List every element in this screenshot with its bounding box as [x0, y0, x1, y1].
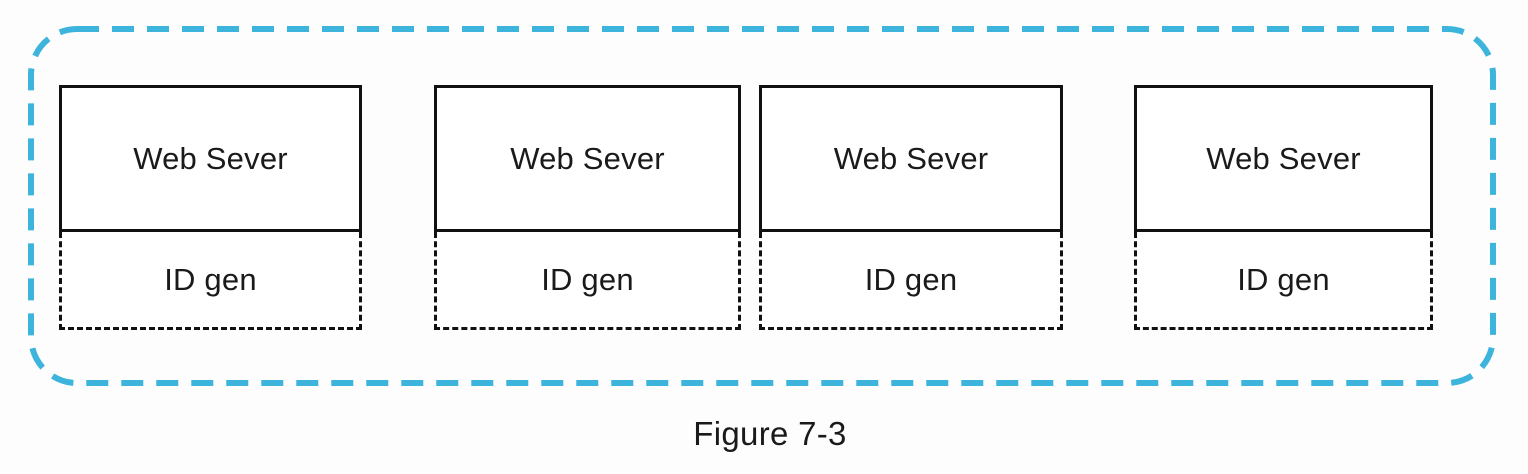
id-gen-label: ID gen — [864, 262, 958, 297]
web-server-box[interactable]: Web Sever — [759, 85, 1063, 232]
id-gen-label: ID gen — [1237, 262, 1330, 297]
web-server-box[interactable]: Web Sever — [434, 85, 741, 232]
web-server-label: Web Sever — [510, 141, 665, 176]
web-server-box[interactable]: Web Sever — [1134, 85, 1433, 232]
server-unit[interactable]: Web Sever ID gen — [759, 85, 1063, 330]
id-gen-box[interactable]: ID gen — [1134, 232, 1433, 330]
id-gen-box[interactable]: ID gen — [434, 232, 741, 330]
web-server-label: Web Sever — [833, 141, 989, 176]
server-unit[interactable]: Web Sever ID gen — [434, 85, 741, 330]
figure-caption: Figure 7-3 — [693, 415, 847, 452]
web-server-label: Web Sever — [133, 141, 288, 176]
web-server-label: Web Sever — [1206, 141, 1361, 176]
id-gen-label: ID gen — [541, 262, 634, 297]
id-gen-label: ID gen — [164, 262, 257, 297]
web-server-box[interactable]: Web Sever — [59, 85, 362, 232]
id-gen-box[interactable]: ID gen — [59, 232, 362, 330]
server-unit[interactable]: Web Sever ID gen — [59, 85, 362, 330]
id-gen-box[interactable]: ID gen — [759, 232, 1063, 330]
server-unit[interactable]: Web Sever ID gen — [1134, 85, 1433, 330]
